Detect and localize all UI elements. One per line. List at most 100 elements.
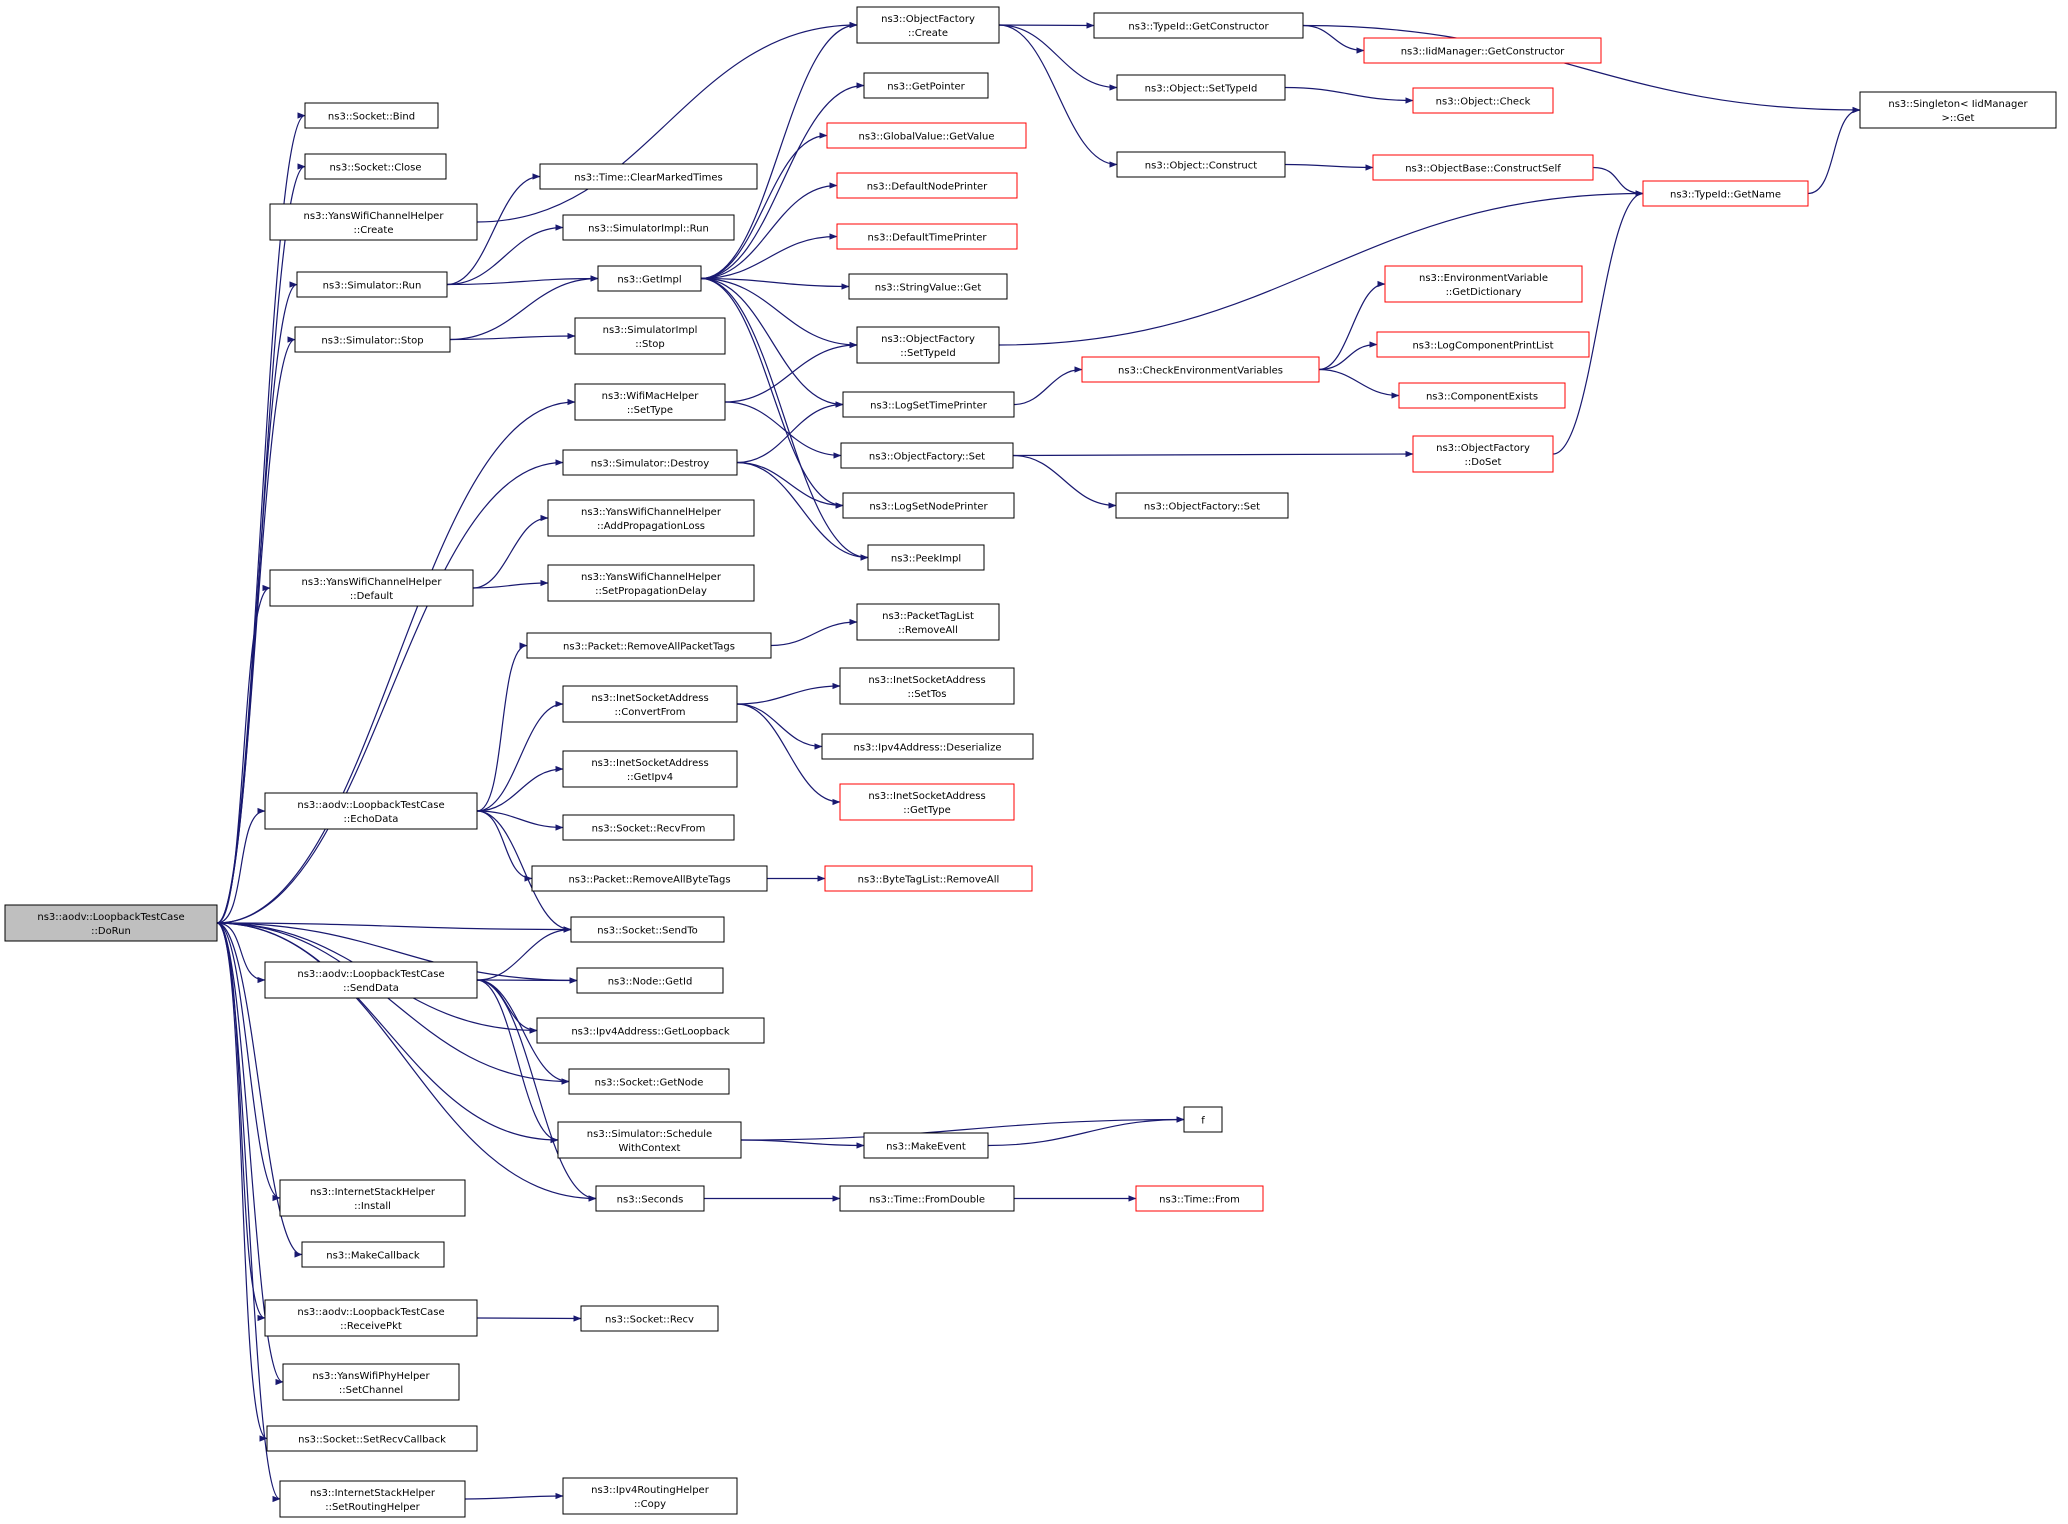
node-label: ns3::Object::Check — [1436, 97, 1531, 108]
node-socket-recvfrom[interactable]: ns3::Socket::RecvFrom — [562, 814, 735, 841]
node-socket-bind[interactable]: ns3::Socket::Bind — [304, 102, 439, 129]
node-ipv4routing-copy[interactable]: ns3::Ipv4RoutingHelper::Copy — [562, 1477, 738, 1515]
call-edge-dorun-to-senddata — [216, 922, 266, 984]
node-envvar-getdictionary[interactable]: ns3::EnvironmentVariable::GetDictionary — [1384, 265, 1583, 303]
node-yansphy-setchannel[interactable]: ns3::YansWifiPhyHelper::SetChannel — [282, 1363, 460, 1401]
node-componentexists[interactable]: ns3::ComponentExists — [1398, 382, 1566, 409]
node-objf-set[interactable]: ns3::ObjectFactory::Set — [840, 442, 1014, 469]
node-f[interactable]: f — [1183, 1106, 1223, 1133]
node-senddata[interactable]: ns3::aodv::LoopbackTestCase::SendData — [264, 961, 478, 999]
node-sim-stop[interactable]: ns3::Simulator::Stop — [294, 326, 451, 353]
node-socket-recv[interactable]: ns3::Socket::Recv — [580, 1305, 719, 1332]
node-box — [1412, 87, 1554, 114]
node-box — [1081, 356, 1320, 383]
node-yans-addprop[interactable]: ns3::YansWifiChannelHelper::AddPropagati… — [547, 499, 755, 537]
node-object-check[interactable]: ns3::Object::Check — [1412, 87, 1554, 114]
node-label: ns3::MakeCallback — [326, 1251, 420, 1262]
node-box — [304, 153, 447, 180]
node-makeevent[interactable]: ns3::MakeEvent — [863, 1132, 989, 1159]
call-edge-sim_schedwctx-to-makeevent — [740, 1139, 865, 1149]
node-getimpl[interactable]: ns3::GetImpl — [597, 265, 702, 292]
node-ipv4-getloopback[interactable]: ns3::Ipv4Address::GetLoopback — [536, 1017, 765, 1044]
call-edge-dorun-to-sim_schedwctx — [216, 922, 559, 1144]
node-globalvalue-getvalue[interactable]: ns3::GlobalValue::GetValue — [826, 122, 1027, 149]
node-checkenvvars[interactable]: ns3::CheckEnvironmentVariables — [1081, 356, 1320, 383]
node-label: ns3::YansWifiPhyHelper — [312, 1371, 430, 1382]
call-edge-dorun-to-node_getid — [216, 922, 578, 984]
node-time-from[interactable]: ns3::Time::From — [1135, 1185, 1264, 1212]
node-box — [531, 865, 768, 892]
node-inetsock-gettype[interactable]: ns3::InetSocketAddress::GetType — [839, 783, 1015, 821]
node-label: ns3::Packet::RemoveAllPacketTags — [563, 642, 735, 653]
call-edge-getimpl-to-peekimpl — [700, 277, 869, 561]
node-socket-getnode[interactable]: ns3::Socket::GetNode — [568, 1068, 730, 1095]
node-label: ns3::Singleton< IidManager — [1888, 99, 2028, 110]
node-singleton-get[interactable]: ns3::Singleton< IidManager >::Get — [1859, 91, 2057, 129]
node-time-fromdouble[interactable]: ns3::Time::FromDouble — [839, 1185, 1015, 1212]
call-edge-dorun-to-seconds — [216, 922, 597, 1202]
node-yans-default[interactable]: ns3::YansWifiChannelHelper::Default — [269, 569, 474, 607]
node-dorun[interactable]: ns3::aodv::LoopbackTestCase::DoRun — [4, 904, 218, 942]
node-getpointer[interactable]: ns3::GetPointer — [863, 72, 989, 99]
node-yans-create[interactable]: ns3::YansWifiChannelHelper::Create — [269, 203, 478, 241]
node-sim-destroy[interactable]: ns3::Simulator::Destroy — [562, 449, 738, 476]
node-socket-sendto[interactable]: ns3::Socket::SendTo — [570, 916, 725, 943]
call-edge-inetsock_convert-to-inetsock_settos — [736, 682, 841, 705]
node-inetsock-settos[interactable]: ns3::InetSocketAddress::SetTos — [839, 667, 1015, 705]
node-object-settypeid[interactable]: ns3::Object::SetTypeId — [1116, 74, 1286, 101]
node-simimpl-stop[interactable]: ns3::SimulatorImpl::Stop — [574, 317, 726, 355]
node-stringvalue-get[interactable]: ns3::StringValue::Get — [848, 273, 1008, 300]
call-edge-objectbase_constructself-to-typeid_getname — [1592, 166, 1644, 197]
node-simimpl-run[interactable]: ns3::SimulatorImpl::Run — [562, 214, 735, 241]
node-logsetnodeprinter[interactable]: ns3::LogSetNodePrinter — [842, 492, 1015, 519]
node-box — [269, 203, 478, 241]
node-defaulttimeprinter[interactable]: ns3::DefaultTimePrinter — [836, 223, 1018, 250]
node-inetsock-getipv4[interactable]: ns3::InetSocketAddress::GetIpv4 — [562, 750, 738, 788]
node-label: ns3::Ipv4RoutingHelper — [591, 1485, 710, 1496]
node-sim-run[interactable]: ns3::Simulator::Run — [296, 271, 448, 298]
node-wifimac-settype[interactable]: ns3::WifiMacHelper::SetType — [574, 383, 726, 421]
node-ipv4-deserialize[interactable]: ns3::Ipv4Address::Deserialize — [821, 733, 1034, 760]
node-pkttaglist-removeall[interactable]: ns3::PacketTagList::RemoveAll — [856, 603, 1000, 641]
node-label: ns3::YansWifiChannelHelper — [581, 572, 722, 583]
call-edge-checkenvvars-to-componentexists — [1318, 368, 1400, 399]
node-seconds[interactable]: ns3::Seconds — [595, 1185, 705, 1212]
node-objf-set2[interactable]: ns3::ObjectFactory::Set — [1115, 492, 1289, 519]
node-objf-doset[interactable]: ns3::ObjectFactory::DoSet — [1412, 435, 1554, 473]
node-echodata[interactable]: ns3::aodv::LoopbackTestCase::EchoData — [264, 792, 478, 830]
node-pkt-removeallbyte[interactable]: ns3::Packet::RemoveAllByteTags — [531, 865, 768, 892]
node-box — [1135, 1185, 1264, 1212]
node-pkt-removealltags[interactable]: ns3::Packet::RemoveAllPacketTags — [526, 632, 772, 659]
node-label: ns3::Object::Construct — [1145, 161, 1257, 172]
node-typeid-getname[interactable]: ns3::TypeId::GetName — [1642, 180, 1809, 207]
node-inetsock-convert[interactable]: ns3::InetSocketAddress::ConvertFrom — [562, 685, 738, 723]
node-objf-settypeid[interactable]: ns3::ObjectFactory::SetTypeId — [856, 326, 1000, 364]
node-logsettimeprinter[interactable]: ns3::LogSetTimePrinter — [842, 391, 1015, 418]
node-bytetaglist-removeall[interactable]: ns3::ByteTagList::RemoveAll — [824, 865, 1033, 892]
call-edge-objf_create-to-object_settypeid — [998, 24, 1118, 91]
node-makecallback[interactable]: ns3::MakeCallback — [301, 1241, 445, 1268]
node-defaultnodeprinter[interactable]: ns3::DefaultNodePrinter — [836, 172, 1018, 199]
node-label: ns3::SimulatorImpl — [603, 325, 698, 336]
node-objectbase-constructself[interactable]: ns3::ObjectBase::ConstructSelf — [1372, 154, 1594, 181]
node-yans-setdelay[interactable]: ns3::YansWifiChannelHelper::SetPropagati… — [547, 564, 755, 602]
node-box — [856, 6, 1000, 44]
node-inet-install[interactable]: ns3::InternetStackHelper::Install — [279, 1179, 466, 1217]
node-peekimpl[interactable]: ns3::PeekImpl — [867, 544, 985, 571]
node-typeid-getconstructor[interactable]: ns3::TypeId::GetConstructor — [1093, 12, 1304, 39]
node-iidmanager-getconstructor[interactable]: ns3::IidManager::GetConstructor — [1363, 37, 1602, 64]
node-time-clear[interactable]: ns3::Time::ClearMarkedTimes — [539, 163, 758, 190]
node-box — [539, 163, 758, 190]
node-node-getid[interactable]: ns3::Node::GetId — [576, 967, 724, 994]
node-object-construct[interactable]: ns3::Object::Construct — [1116, 151, 1286, 178]
node-socket-close[interactable]: ns3::Socket::Close — [304, 153, 447, 180]
node-label: ns3::Socket::Close — [329, 163, 421, 174]
node-objf-create[interactable]: ns3::ObjectFactory::Create — [856, 6, 1000, 44]
node-label: ::Create — [354, 225, 394, 236]
node-receivepkt[interactable]: ns3::aodv::LoopbackTestCase::ReceivePkt — [264, 1299, 478, 1337]
node-box — [547, 564, 755, 602]
node-logcomponentprintlist[interactable]: ns3::LogComponentPrintList — [1376, 331, 1590, 358]
node-inet-setrouting[interactable]: ns3::InternetStackHelper::SetRoutingHelp… — [279, 1480, 466, 1518]
node-socket-setrecvcb[interactable]: ns3::Socket::SetRecvCallback — [266, 1425, 478, 1452]
